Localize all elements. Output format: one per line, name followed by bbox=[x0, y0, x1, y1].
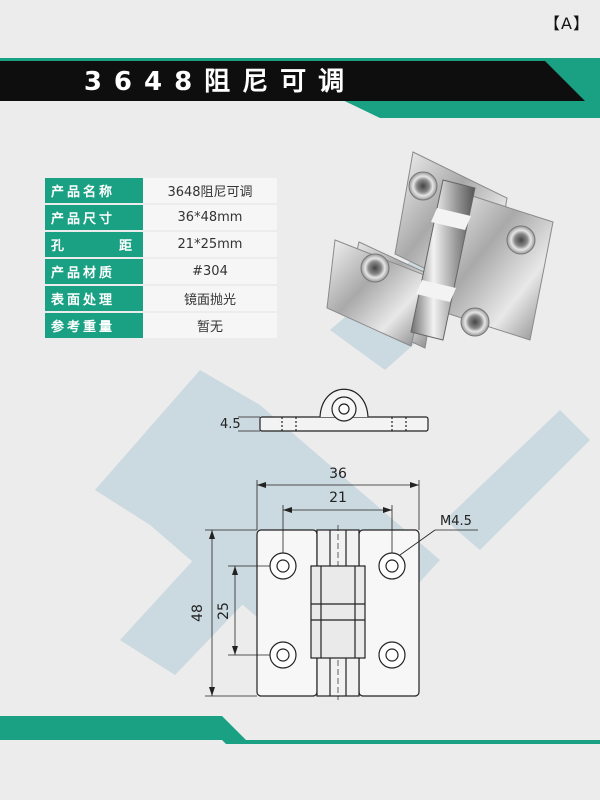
dim-thread: M4.5 bbox=[440, 514, 472, 529]
spec-value: 暂无 bbox=[143, 313, 277, 338]
dim-hole-spacing-x: 21 bbox=[329, 490, 347, 506]
dim-thickness: 4.5 bbox=[220, 417, 241, 432]
spec-label-part: 距 bbox=[118, 239, 135, 254]
spec-label: 参考重量 bbox=[45, 313, 143, 338]
spec-label: 产品尺寸 bbox=[45, 205, 143, 230]
banner-dark-band bbox=[0, 61, 585, 101]
spec-value: 3648阻尼可调 bbox=[143, 178, 277, 203]
top-banner bbox=[0, 58, 600, 118]
hinge-product-photo bbox=[326, 151, 554, 349]
dim-overall-height: 48 bbox=[190, 604, 206, 622]
spec-label-part: 孔 bbox=[51, 239, 68, 254]
spec-value: #304 bbox=[143, 259, 277, 284]
spec-label: 表面处理 bbox=[45, 286, 143, 311]
bottom-band bbox=[0, 716, 600, 744]
spec-row-material: 产品材质 #304 bbox=[45, 259, 277, 284]
spec-value: 镜面抛光 bbox=[143, 286, 277, 311]
dim-overall-width: 36 bbox=[329, 466, 347, 482]
spec-row-hole-spacing: 孔 距 21*25mm bbox=[45, 232, 277, 257]
spec-row-name: 产品名称 3648阻尼可调 bbox=[45, 178, 277, 203]
variant-label: 【A】 bbox=[544, 14, 590, 33]
spec-value: 21*25mm bbox=[143, 232, 277, 257]
dim-hole-spacing-y: 25 bbox=[216, 602, 232, 620]
spec-label: 孔 距 bbox=[45, 232, 143, 257]
spec-label: 产品名称 bbox=[45, 178, 143, 203]
spec-row-size: 产品尺寸 36*48mm bbox=[45, 205, 277, 230]
spec-label: 产品材质 bbox=[45, 259, 143, 284]
spec-row-weight: 参考重量 暂无 bbox=[45, 313, 277, 338]
spec-table: 产品名称 3648阻尼可调 产品尺寸 36*48mm 孔 距 21*25mm 产… bbox=[45, 176, 277, 340]
spec-value: 36*48mm bbox=[143, 205, 277, 230]
spec-row-finish: 表面处理 镜面抛光 bbox=[45, 286, 277, 311]
page-title: 3648阻尼可调 bbox=[83, 66, 357, 97]
